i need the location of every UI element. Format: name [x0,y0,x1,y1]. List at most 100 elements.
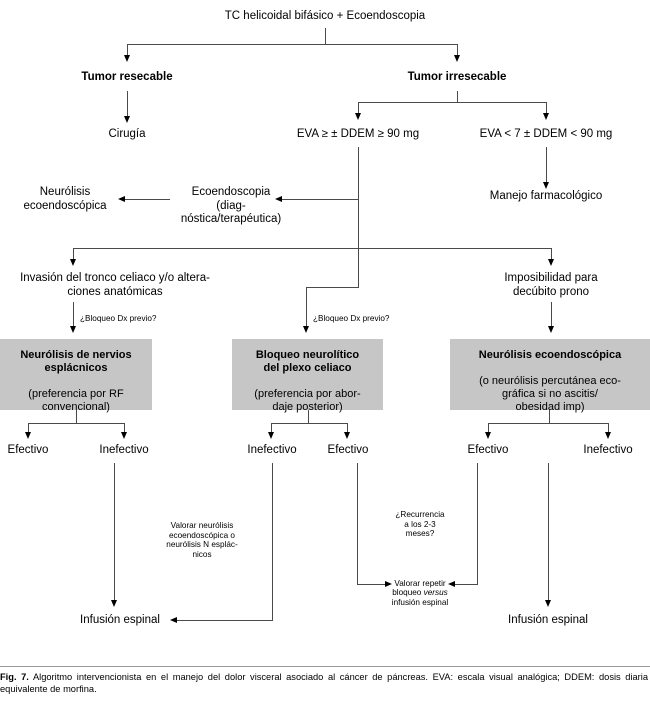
annotation-repeat-post: infusión espinal [391,597,449,607]
node-tumor-irresectable: Tumor irresecable [407,71,507,83]
connector-celiac-plexus-left-drop [271,423,272,433]
outcome-celiac-plexus-effective: Efectivo [327,444,369,456]
connector-eva-high-drop [358,102,359,114]
arrow-to-resectable [124,55,130,62]
treatment-box-celiac-plexus-title: Bloqueo neurolítico del plexo celiaco [255,348,360,374]
connector-celiac-invasion-drop [73,302,74,327]
connector-root-split [127,44,457,45]
connector-irresectable-stem [457,91,458,103]
arrow-left-ineffective-to-spinal [170,617,177,623]
annotation-repeat-italic: versus [423,588,448,598]
arrow-splanchnic-effective [25,432,31,439]
arrow-endosonographic-ineffective [605,432,611,439]
connector-irresectable-split [358,102,546,103]
arrow-to-celiac-invasion [70,259,76,266]
connector-prone-drop [551,302,552,327]
treatment-box-splanchnic-title: Neurólisis de nervios esplácnicos [20,348,132,374]
connector-trunk-to-endoscopy [282,199,358,200]
treatment-box-celiac-plexus: Bloqueo neurolítico del plexo celiaco (p… [232,339,383,413]
annotation-left-note: Valorar neurólisis ecoendoscópica o neur… [166,521,238,559]
treatment-box-celiac-plexus-subtitle: (preferencia por abor- daje posterior) [254,387,361,413]
arrow-mid-effective-to-repeat [385,581,392,587]
arrow-to-splanchnic-box [70,326,76,333]
connector-wide-left-drop [73,248,74,260]
node-root: TC helicoidal bifásico + Ecoendoscopia [224,10,426,22]
connector-splanchnic-stem [76,410,77,424]
annotation-recurrence-note: ¿Recurrencia a los 2-3 meses? [395,510,445,539]
connector-root-left-drop [127,44,128,56]
outcome-endosonographic-effective: Efectivo [467,444,509,456]
connector-celiac-plexus-split [271,423,347,424]
connector-splanchnic-left-drop [28,423,29,433]
connector-endosonographic-stem [549,410,550,424]
connector-root-right-drop [457,44,458,56]
arrow-to-pharma [543,182,549,189]
figure-caption-text: Algoritmo intervencionista en el manejo … [0,672,648,694]
arrow-to-celiac-plexus-box [303,326,309,333]
annotation-repeat-pre: Valorar repetir bloqueo [392,578,446,598]
caption-divider [0,666,650,667]
label-block-dx-mid: ¿Bloqueo Dx previo? [313,314,390,323]
connector-left-effective-down [114,463,115,601]
arrow-to-eva-low [543,113,549,120]
arrow-right-to-spinal [545,600,551,607]
node-neurolysis-endosonographic: Neurólisis ecoendoscópica [23,186,107,212]
arrow-to-prone-impossible [548,259,554,266]
connector-right-ineffective-down [548,463,549,601]
connector-endosonographic-right-drop [608,423,609,433]
connector-mid-effective-down [357,463,358,585]
arrow-to-endoscopy [275,196,282,202]
node-spinal-infusion-right: Infusión espinal [508,614,588,626]
node-tumor-resectable: Tumor resecable [81,71,173,83]
figure-caption: Fig. 7. Algoritmo intervencionista en el… [0,672,648,695]
arrow-to-endosonographic-box [548,326,554,333]
connector-root-stem [325,28,326,45]
arrow-to-surgery [124,116,130,123]
connector-wide-split-bar [73,248,551,249]
connector-eva-low-to-pharma [546,147,547,183]
connector-endosonographic-split [488,423,608,424]
connector-endosonographic-left-drop [488,423,489,433]
node-celiac-invasion: Invasión del tronco celiaco y/o altera- … [20,272,210,298]
treatment-box-endosonographic: Neurólisis ecoendoscópica (o neurólisis … [450,339,650,413]
connector-endoscopy-to-neurolysis [125,199,170,200]
treatment-box-splanchnic: Neurólisis de nervios esplácnicos (prefe… [0,339,152,413]
connector-mid-effective-elbow [357,584,385,585]
connector-left-ineffective-down [272,463,273,621]
connector-resectable-to-surgery [127,91,128,117]
connector-wide-right-drop [551,248,552,260]
arrow-left-to-spinal [111,600,117,607]
connector-midbox-drop [306,287,307,327]
node-surgery: Cirugía [108,128,146,140]
label-block-dx-left: ¿Bloqueo Dx previo? [80,314,157,323]
node-endoscopy: Ecoendoscopia (diag- nóstica/terapéutica… [180,186,282,225]
connector-left-ineffective-elbow [177,620,273,621]
connector-splanchnic-split [28,423,124,424]
node-pharma: Manejo farmacológico [489,190,603,202]
outcome-splanchnic-ineffective: Inefectivo [99,444,149,456]
annotation-repeat-note: Valorar repetir bloqueo versus infusión … [380,569,460,607]
treatment-box-splanchnic-subtitle: (preferencia por RF convencional) [28,387,124,413]
arrow-to-eva-high [355,113,361,120]
arrow-splanchnic-ineffective [121,432,127,439]
arrow-to-irresectable [454,55,460,62]
arrow-endosonographic-effective [485,432,491,439]
arrow-celiac-plexus-ineffective [268,432,274,439]
connector-eva-low-drop [546,102,547,114]
figure-label: Fig. 7. [0,672,29,682]
treatment-box-endosonographic-subtitle: (o neurólisis percutánea eco- gráfica si… [479,374,621,413]
node-eva-low: EVA < 7 ± DDEM < 90 mg [479,128,613,140]
connector-right-effective-elbow [455,584,478,585]
connector-right-effective-down [477,463,478,585]
treatment-box-endosonographic-title: Neurólisis ecoendoscópica [478,348,622,361]
connector-trunk-elbow [306,287,359,288]
connector-celiac-plexus-right-drop [347,423,348,433]
node-eva-high: EVA ≥ ± DDEM ≥ 90 mg [296,128,420,140]
connector-celiac-plexus-stem [308,410,309,424]
outcome-endosonographic-ineffective: Inefectivo [583,444,633,456]
node-spinal-infusion-left: Infusión espinal [80,614,160,626]
connector-eva-high-trunk [358,147,359,287]
outcome-celiac-plexus-ineffective: Inefectivo [247,444,297,456]
node-prone-impossible: Imposibilidad para decúbito prono [504,272,598,298]
